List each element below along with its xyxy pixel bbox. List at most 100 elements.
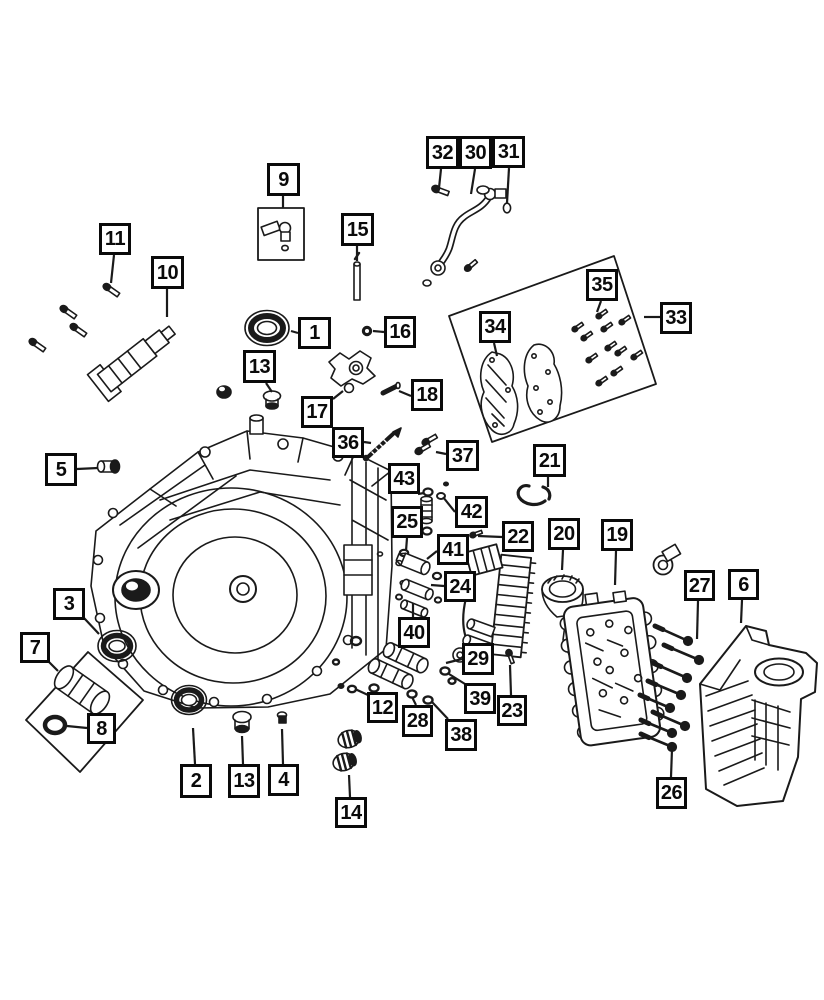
screw-23-target (505, 648, 515, 665)
callout-box-17[interactable]: 17 (301, 396, 333, 428)
callout-box-34[interactable]: 34 (479, 311, 511, 343)
seal-ring-3 (97, 629, 137, 663)
leader-line-4 (280, 728, 285, 765)
callout-box-38[interactable]: 38 (445, 719, 477, 751)
leader-line-30 (469, 168, 477, 195)
leader-line-25 (404, 537, 409, 552)
leader-line-37 (435, 450, 447, 456)
callout-box-13c[interactable]: 13 (228, 764, 260, 798)
callout-box-8[interactable]: 8 (87, 713, 116, 744)
leader-line-24 (430, 583, 445, 588)
leader-line-8 (66, 724, 88, 730)
callout-box-40[interactable]: 40 (398, 617, 430, 648)
leader-line-18 (398, 389, 412, 398)
leader-line-31 (505, 167, 511, 204)
cooler-hose-30-drawing (422, 184, 512, 287)
leader-line-39 (448, 673, 466, 685)
callout-box-13a[interactable]: 13 (243, 350, 276, 383)
plug-13a-drawing (262, 390, 282, 410)
callout-box-10[interactable]: 10 (151, 256, 184, 289)
callout-box-14[interactable]: 14 (335, 797, 367, 828)
callout-box-35[interactable]: 35 (586, 269, 618, 301)
leader-line-28 (411, 696, 417, 706)
callout-box-3[interactable]: 3 (53, 588, 85, 620)
callout-box-23[interactable]: 23 (497, 695, 527, 726)
callout-box-6[interactable]: 6 (728, 569, 759, 600)
leader-line-38 (431, 701, 449, 720)
clip-21-drawing (516, 484, 552, 507)
callout-box-26[interactable]: 26 (656, 777, 687, 809)
leader-line-27 (695, 600, 700, 640)
callout-box-41[interactable]: 41 (437, 534, 469, 565)
callout-box-9[interactable]: 9 (267, 163, 300, 196)
kit-box-7-drawing (25, 651, 144, 773)
gasket-34-right (523, 343, 563, 423)
callout-box-42[interactable]: 42 (455, 496, 488, 528)
leader-line-41 (426, 550, 438, 560)
callout-box-12[interactable]: 12 (367, 692, 398, 723)
leader-line-34 (492, 342, 499, 357)
plug-13b-drawing (232, 710, 252, 734)
hose-bolt-32 (431, 184, 450, 197)
callout-box-20[interactable]: 20 (548, 518, 580, 550)
callout-box-18[interactable]: 18 (411, 379, 443, 411)
plug-4-drawing (276, 711, 288, 724)
callout-box-16[interactable]: 16 (384, 316, 416, 348)
speed-sensor-drawing (86, 325, 176, 403)
callout-box-15[interactable]: 15 (341, 213, 374, 246)
callout-box-32[interactable]: 32 (426, 136, 459, 169)
callout-box-43[interactable]: 43 (388, 463, 420, 494)
callout-box-33[interactable]: 33 (660, 302, 692, 334)
callout-box-4[interactable]: 4 (268, 764, 299, 796)
leader-line-26 (669, 748, 674, 778)
leader-line-12 (354, 688, 369, 696)
callout-box-27[interactable]: 27 (684, 570, 715, 601)
leader-line-22 (477, 534, 503, 539)
hose-oring-31 (502, 202, 512, 214)
leader-line-20 (560, 549, 565, 571)
leader-line-6 (739, 599, 744, 624)
leader-line-17 (332, 390, 344, 400)
screws-35 (571, 308, 644, 387)
callout-box-25[interactable]: 25 (391, 506, 423, 538)
plug-small-drawing (216, 385, 232, 399)
callout-box-36[interactable]: 36 (332, 427, 364, 458)
callout-box-21[interactable]: 21 (533, 444, 566, 477)
callout-box-22[interactable]: 22 (502, 521, 534, 552)
seal-ring-1 (244, 309, 290, 347)
callout-box-2[interactable]: 2 (180, 764, 212, 798)
callout-box-7[interactable]: 7 (20, 632, 50, 663)
leader-line-29 (445, 657, 463, 665)
sensor-9-drawing (257, 207, 305, 261)
callout-box-28[interactable]: 28 (402, 705, 433, 737)
pin-18-drawing (380, 381, 401, 396)
leader-line-19 (613, 550, 618, 586)
leader-line-3 (83, 617, 100, 635)
callout-box-30[interactable]: 30 (459, 136, 492, 169)
callout-box-37[interactable]: 37 (446, 440, 479, 471)
callout-box-29[interactable]: 29 (462, 643, 494, 675)
oring-8 (42, 714, 68, 736)
bracket-17-drawing (328, 350, 376, 394)
leader-line-36 (363, 440, 372, 445)
output-sensor-drawing (652, 543, 682, 576)
leader-line-11 (109, 254, 116, 284)
leader-line-5 (76, 466, 99, 471)
seal-ring-2 (170, 684, 208, 716)
leader-lines (47, 167, 744, 798)
leader-line-23 (508, 664, 513, 696)
leader-line-16 (372, 329, 385, 334)
callout-box-19[interactable]: 19 (601, 519, 633, 551)
gasket-34-left (479, 351, 519, 436)
callout-box-31[interactable]: 31 (492, 136, 525, 168)
callout-box-5[interactable]: 5 (45, 453, 77, 486)
callout-box-11[interactable]: 11 (99, 223, 131, 255)
callout-box-24[interactable]: 24 (444, 571, 476, 602)
plug-16 (361, 325, 373, 337)
roller-pins-drawing (367, 642, 429, 690)
callout-box-39[interactable]: 39 (464, 683, 496, 714)
nuts-14-drawing (332, 729, 362, 772)
callout-box-1[interactable]: 1 (298, 317, 331, 349)
